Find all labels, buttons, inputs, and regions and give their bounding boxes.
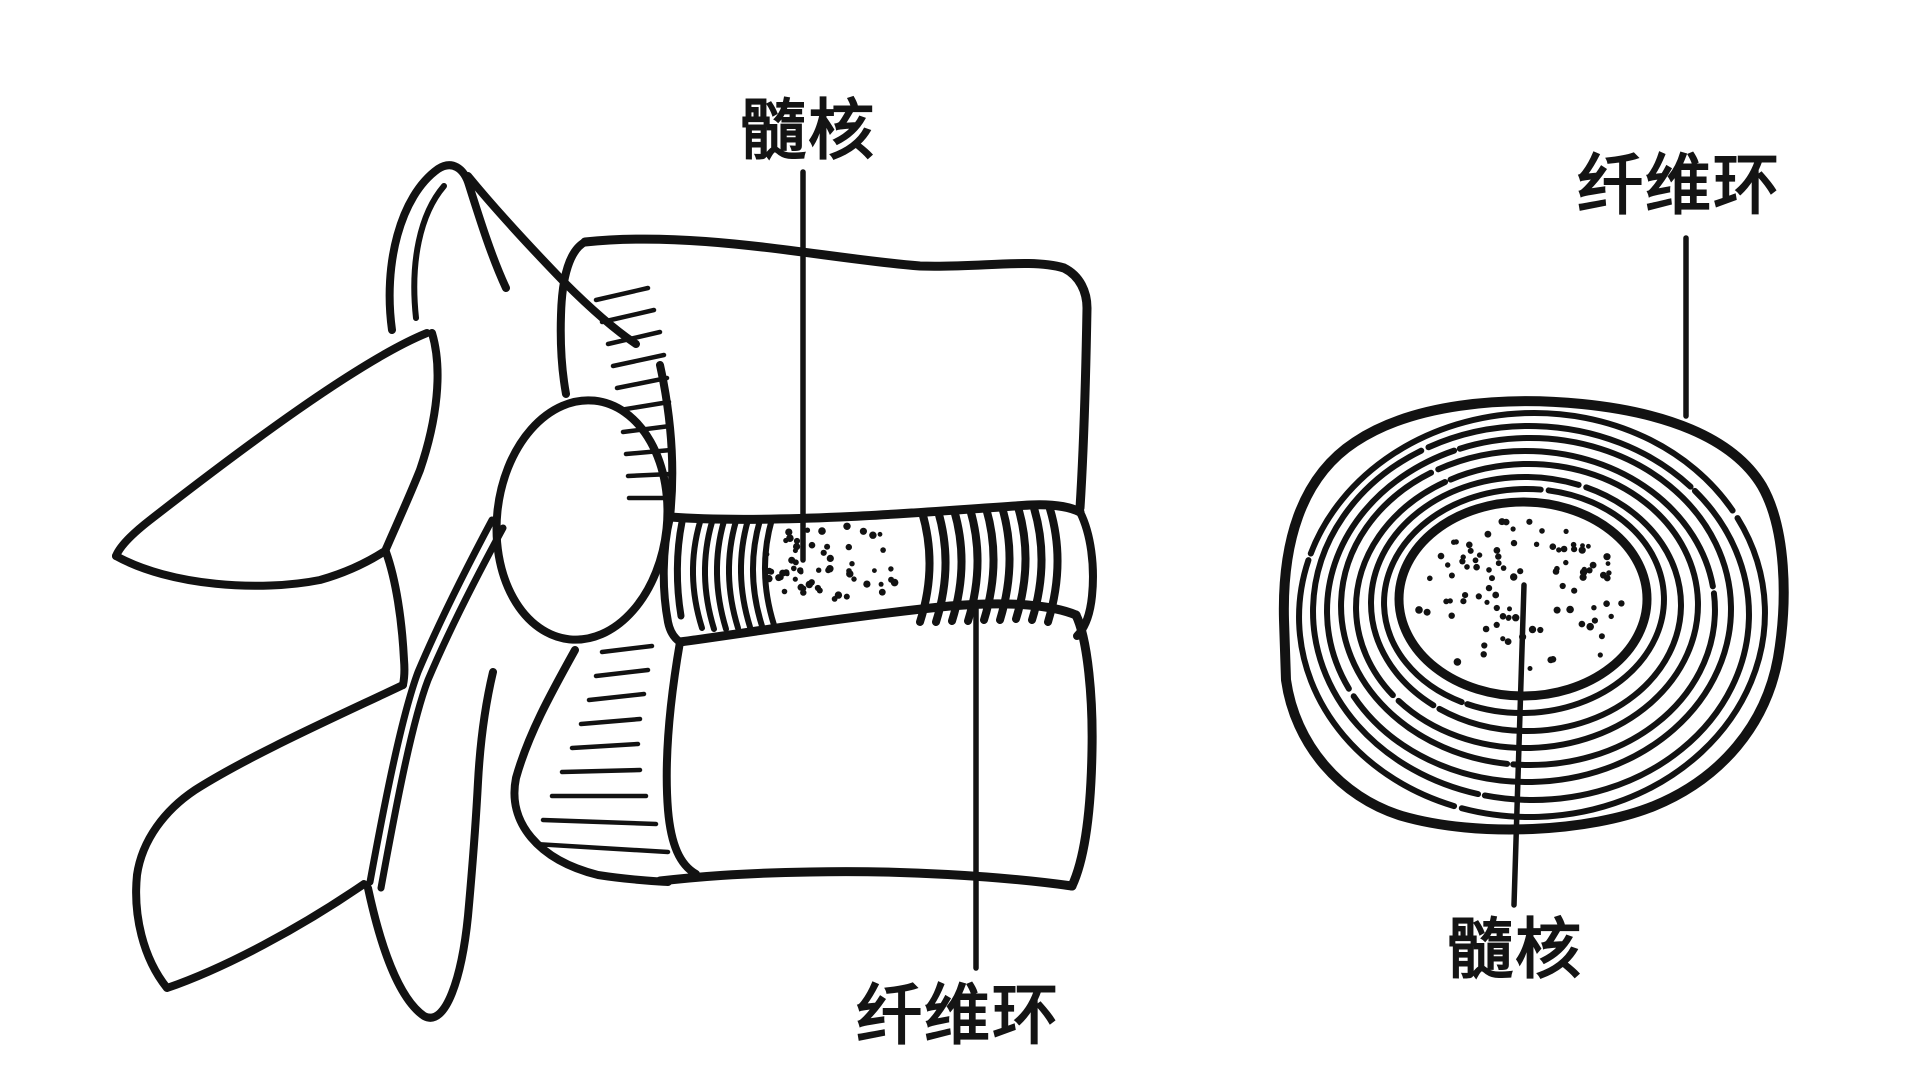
upper-vertebral-body-left-edge-top: [556, 238, 589, 398]
leader-axial-nucleus: [1511, 582, 1527, 908]
annulus-arcs-right: [916, 503, 1062, 626]
horn-posterior-curve: [382, 329, 442, 553]
disc-right-end-arc: [1073, 508, 1097, 640]
disc-left-end-inner-arc: [673, 518, 686, 620]
disc-top-boundary: [665, 500, 1085, 524]
annulus-outer-boundary: [1278, 396, 1789, 835]
annulus-rings: [1296, 409, 1768, 821]
arch-descending-line: [382, 548, 409, 689]
hatching-lower-junction: [532, 643, 671, 855]
lower-vertebral-body-bottom-edge: [655, 867, 1077, 891]
lower-vertebral-body-left-edge: [662, 638, 700, 878]
label-annulus-fibrosus-axial: 纤维环: [1577, 150, 1781, 223]
nucleus-stipple-axial: [1415, 518, 1625, 671]
leader-lines: [800, 169, 1689, 971]
label-nucleus-pulposus-lateral: 髓核: [740, 95, 876, 168]
facet-joint-space-inner: [377, 524, 507, 892]
superior-articular-process-outline: [385, 161, 510, 334]
hatching-upper-junction: [593, 285, 674, 501]
label-nucleus-pulposus-axial: 髓核: [1447, 914, 1583, 987]
label-annulus-fibrosus-lateral: 纤维环: [856, 980, 1060, 1053]
annulus-arcs-left: [689, 516, 777, 632]
upper-vertebral-body-left-edge-bottom: [656, 361, 677, 521]
inferior-process-u: [364, 668, 497, 1022]
facet-joint-space-outer: [366, 516, 496, 886]
upper-wedge-bottom-edge: [112, 547, 389, 590]
lower-vertebral-body-right-edge: [1067, 610, 1097, 891]
lateral-view-drawing: [112, 161, 1097, 1022]
disc-left-end-arc: [659, 513, 684, 646]
upper-wedge-top-edge: [112, 329, 431, 560]
superior-articular-process-inner-line: [411, 183, 447, 321]
cross-section-drawing: [1278, 396, 1789, 835]
inferior-finger-outer: [510, 646, 672, 886]
lower-wedge-outline: [132, 681, 407, 992]
nucleus-stipple-lateral: [764, 522, 899, 602]
upper-vertebral-body-outline: [580, 234, 1092, 513]
